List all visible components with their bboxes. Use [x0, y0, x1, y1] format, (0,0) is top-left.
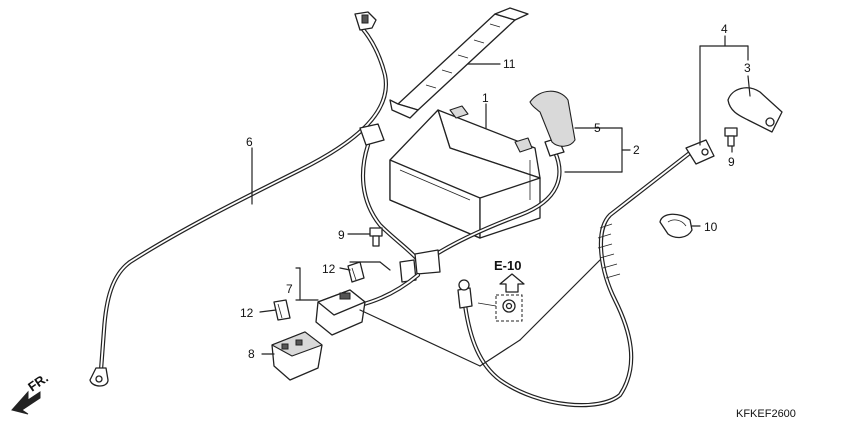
part-9-bolt-left: [369, 227, 383, 247]
callout-8: 8: [248, 347, 255, 361]
part-6-negative-cable: [89, 11, 389, 387]
part-12-connector-upper: [347, 261, 365, 283]
callout-3: 3: [744, 61, 751, 75]
part-7-starter-relay: [315, 289, 366, 336]
callout-12-lower: 12: [240, 306, 254, 320]
part-3-cable-clamp: [727, 87, 783, 133]
part-1-battery: [389, 105, 541, 239]
part-9-bolt-right: [724, 127, 738, 147]
callout-9-right: 9: [728, 155, 735, 169]
callout-5: 5: [594, 121, 601, 135]
callout-12-upper: 12: [322, 262, 336, 276]
diagram-code: KFKEF2600: [736, 408, 796, 420]
callout-1: 1: [482, 91, 489, 105]
reference-label: E-10: [494, 258, 521, 273]
front-direction-arrow: [11, 390, 41, 415]
part-5-terminal-cover: [529, 90, 576, 147]
part-11-battery-band: [389, 7, 529, 119]
callout-9-left: 9: [338, 228, 345, 242]
callout-4: 4: [721, 22, 728, 36]
part-8-fuse-box: [271, 331, 323, 381]
callout-6: 6: [246, 135, 253, 149]
callout-10: 10: [704, 220, 718, 234]
e10-reference-group: [477, 273, 525, 322]
part-4-starter-cable: [457, 139, 715, 408]
part-2-positive-cable: [357, 123, 565, 308]
leader-lines: [251, 35, 751, 367]
part-10-band-clip: [659, 213, 693, 239]
callout-11: 11: [503, 57, 516, 71]
callout-2: 2: [633, 143, 640, 157]
callout-7: 7: [286, 282, 293, 296]
direction-label: FR.: [25, 370, 51, 394]
part-12-connector-lower: [273, 299, 291, 321]
